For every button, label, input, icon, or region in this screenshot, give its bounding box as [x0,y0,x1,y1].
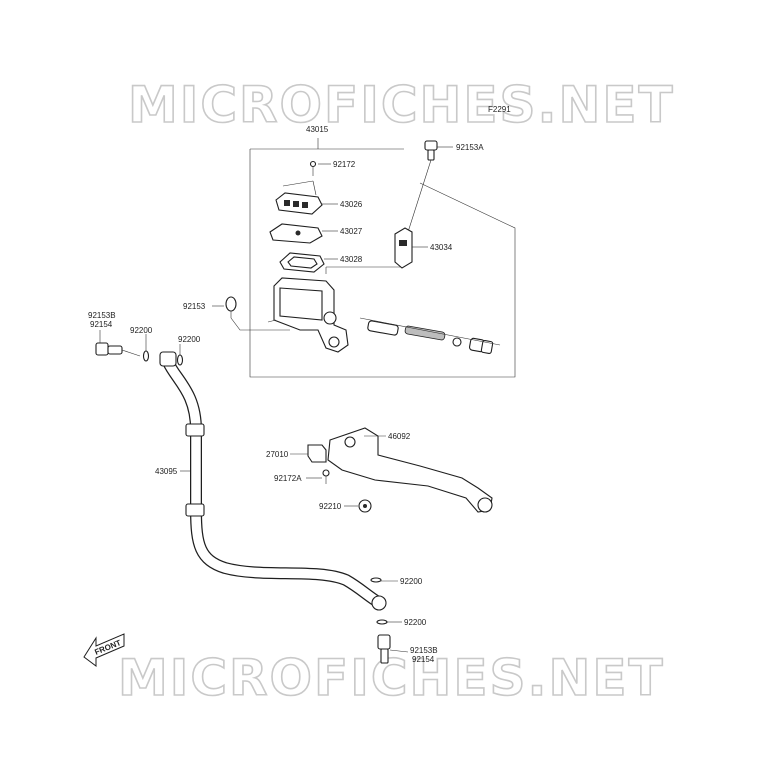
master-cylinder-icon [267,277,349,353]
callout-43026[interactable]: 43026 [340,200,363,209]
callout-92153-top[interactable]: 92153 [183,302,206,311]
cap-screw-icon [282,160,331,196]
callout-46092[interactable]: 46092 [388,432,411,441]
figure-code: F2291 [488,105,511,114]
right-fitting-icon [377,634,409,664]
diaphragm-icon [279,252,338,273]
callout-92153B-left[interactable]: 92153B [88,311,116,320]
screw-92172A-icon [306,469,330,484]
callout-92200-c[interactable]: 92200 [400,577,423,586]
callout-43095[interactable]: 43095 [155,467,178,476]
watermark-top: MICROFICHES.NET [128,76,675,134]
callout-92210[interactable]: 92210 [319,502,342,511]
callout-92153B-right[interactable]: 92153B [410,646,438,655]
callout-92200-b[interactable]: 92200 [178,335,201,344]
assembly-outline [249,138,516,378]
callout-92154-right[interactable]: 92154 [412,655,435,664]
bolt-92153A-icon [407,140,453,233]
callout-43028[interactable]: 43028 [340,255,363,264]
reservoir-cap-icon [275,192,338,215]
callout-92200-d[interactable]: 92200 [404,618,427,627]
callout-43034[interactable]: 43034 [430,243,453,252]
callout-92172A[interactable]: 92172A [274,474,302,483]
piston-kit-icon [359,317,501,355]
watermark-bottom: MICROFICHES.NET [118,649,665,707]
callout-43027[interactable]: 43027 [340,227,363,236]
callout-92154-left[interactable]: 92154 [90,320,113,329]
callout-92200-a[interactable]: 92200 [130,326,153,335]
bushing-92210-icon [344,499,372,513]
banjo-bolt-icon [212,296,290,331]
diaphragm-plate-icon [269,223,338,244]
washer-icon [142,334,402,625]
switch-43034-icon [394,227,428,269]
left-fitting-icon [95,330,141,357]
clutch-hose-icon [159,351,387,611]
callout-27010[interactable]: 27010 [266,450,289,459]
switch-27010-icon [290,444,327,463]
callout-92153A[interactable]: 92153A [456,143,484,152]
callout-92172[interactable]: 92172 [333,160,356,169]
clutch-lever-icon [327,427,493,513]
callout-43015[interactable]: 43015 [306,125,329,134]
